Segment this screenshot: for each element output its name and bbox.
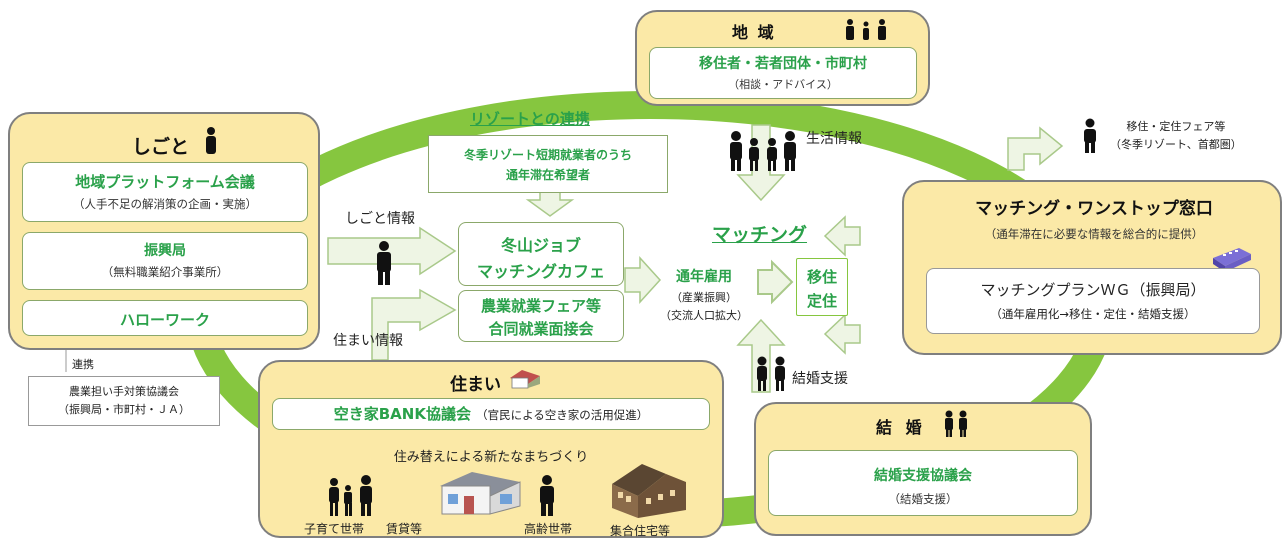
housing-box: 住まい 空き家BANK協議会 （官民による空き家の活用促進） 住み替えによる新た… <box>258 360 724 538</box>
person-icon <box>206 127 216 154</box>
platform-box: 地域プラットフォーム会議 （人手不足の解消策の企画・実施） <box>22 162 308 222</box>
hellowork-box: ハローワーク <box>22 300 308 336</box>
settle-line1: 移住 <box>806 268 837 286</box>
resort-desc-line1: 冬季リゾート短期就業者のうち <box>463 148 632 162</box>
job-cafe-box[interactable]: 冬山ジョブ マッチングカフェ <box>458 222 624 286</box>
platform-desc: （人手不足の解消策の企画・実施） <box>73 197 257 211</box>
agri-line1: 農業担い手対策協議会 <box>69 385 179 398</box>
akiya-bank-box: 空き家BANK協議会 （官民による空き家の活用促進） <box>272 398 710 430</box>
work-title: しごと <box>132 136 190 158</box>
work-info-label: しごと情報 <box>345 211 415 227</box>
akiya-bank-title: 空き家BANK協議会 <box>333 405 471 423</box>
region-org: 移住者・若者団体・市町村 <box>699 56 867 72</box>
agri-line2: （振興局・市町村・ＪＡ） <box>58 403 190 416</box>
town-planning-label: 住み替えによる新たなまちづくり <box>393 450 589 465</box>
settle-box: 移住 定住 <box>796 258 848 316</box>
job-cafe-line1: 冬山ジョブ <box>500 236 581 255</box>
couple-small-icon <box>945 410 967 437</box>
fair-right-line2: （冬季リゾート、首都圏） <box>1110 138 1242 151</box>
employment-label: 通年雇用 <box>676 269 732 285</box>
one-stop-desc: （通年滞在に必要な情報を総合的に提供） <box>984 227 1204 241</box>
region-desc: （相談・アドバイス） <box>728 78 838 91</box>
region-inner-box: 移住者・若者団体・市町村 （相談・アドバイス） <box>649 47 917 99</box>
marriage-box: 結 婚 結婚支援協議会 （結婚支援） <box>754 402 1092 536</box>
work-info-arrow <box>327 226 457 276</box>
life-info-label: 生活情報 <box>806 131 862 147</box>
matching-title: マッチング <box>712 224 808 246</box>
traveler-person-icon <box>1084 118 1096 153</box>
fair-right-line1: 移住・定住フェア等 <box>1126 120 1226 133</box>
job-cafe-line2: マッチングカフェ <box>476 262 605 281</box>
life-info-arrow <box>736 124 786 202</box>
platform-title: 地域プラットフォーム会議 <box>75 173 255 191</box>
marriage-support-arrow <box>736 318 786 393</box>
fair-line2: 合同就業面接会 <box>488 320 594 338</box>
one-stop-title: マッチング・ワンストップ窓口 <box>975 199 1213 219</box>
worker-person-icon <box>377 241 391 285</box>
agri-box: 農業担い手対策協議会 （振興局・市町村・ＪＡ） <box>28 376 220 426</box>
apartment-icon <box>612 464 686 518</box>
matching-plan-desc: （通年雇用化→移住・定住・結婚支援） <box>990 307 1196 321</box>
one-stop-lower-arrow <box>823 313 861 355</box>
matching-plan-box: マッチングプランＷＧ（振興局） （通年雇用化→移住・定住・結婚支援） <box>926 268 1260 334</box>
shinkokyoku-desc: （無料職業紹介事業所） <box>101 265 229 279</box>
step-child-family: 子育て世帯 <box>304 522 365 536</box>
region-title: 地 域 <box>732 23 776 42</box>
marriage-support-label: 結婚支援 <box>792 371 848 387</box>
resort-desc-line2: 通年滞在希望者 <box>505 168 590 182</box>
step-rental: 賃貸等 <box>386 522 423 536</box>
marriage-desc: （結婚支援） <box>888 492 958 506</box>
region-box: 地 域 移住者・若者団体・市町村 （相談・アドバイス） <box>635 10 930 106</box>
fair-right-arrow <box>1007 126 1064 171</box>
family-icon <box>846 19 886 40</box>
one-stop-box: マッチング・ワンストップ窓口 （通年滞在に必要な情報を総合的に提供） マッチング… <box>902 180 1282 355</box>
house-icon <box>510 370 540 389</box>
marriage-inner-box: 結婚支援協議会 （結婚支援） <box>768 450 1078 516</box>
marriage-org: 結婚支援協議会 <box>874 468 972 484</box>
work-box: しごと 地域プラットフォーム会議 （人手不足の解消策の企画・実施） 振興局 （無… <box>8 112 320 350</box>
marriage-title: 結 婚 <box>876 418 926 437</box>
one-stop-upper-arrow <box>823 215 861 257</box>
couple-icon <box>757 356 785 391</box>
step-elderly: 高齢世帯 <box>524 522 573 536</box>
settle-line2: 定住 <box>806 292 837 310</box>
fair-box[interactable]: 農業就業フェア等 合同就業面接会 <box>458 290 624 342</box>
housing-info-label: 住まい情報 <box>333 333 403 349</box>
employment-to-settle-arrow <box>757 259 794 305</box>
cafe-arrow <box>624 256 662 304</box>
resort-down-arrow <box>525 191 575 217</box>
fair-right-block: 移住・定住フェア等 （冬季リゾート、首都圏） <box>1110 118 1242 152</box>
employment-block: 通年雇用 （産業振興） （交流人口拡大） <box>648 266 760 323</box>
employment-sub1: （産業振興） <box>671 291 737 304</box>
child-family-icon <box>329 475 372 516</box>
fair-line1: 農業就業フェア等 <box>480 297 601 315</box>
family-group-icon <box>730 131 796 171</box>
shinkokyoku-box: 振興局 （無料職業紹介事業所） <box>22 232 308 290</box>
akiya-bank-desc: （官民による空き家の活用促進） <box>476 408 649 422</box>
step-apartment: 集合住宅等 <box>610 524 671 538</box>
hellowork-title: ハローワーク <box>119 311 210 329</box>
elderly-person-icon <box>540 475 554 516</box>
renkei-label: 連携 <box>72 358 94 371</box>
housing-title: 住まい <box>450 375 501 395</box>
resort-title: リゾートとの連携 <box>470 110 590 128</box>
employment-sub2: （交流人口拡大） <box>660 309 748 322</box>
resort-box: 冬季リゾート短期就業者のうち 通年滞在希望者 <box>428 135 668 193</box>
rental-house-icon <box>440 472 521 515</box>
matching-plan-title: マッチングプランＷＧ（振興局） <box>980 281 1206 299</box>
shinkokyoku-title: 振興局 <box>144 243 186 259</box>
